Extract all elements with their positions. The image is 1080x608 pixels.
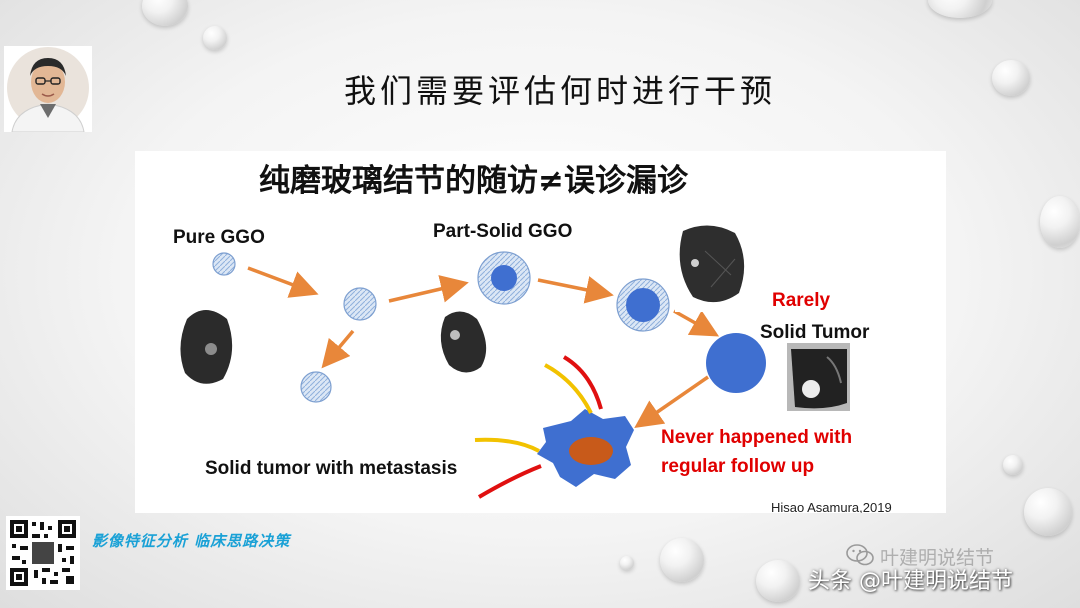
label-rarely: Rarely	[772, 290, 831, 311]
label-regular-follow-up: regular follow up	[661, 456, 814, 477]
ct-thumbnail-pure-ggo	[175, 299, 241, 387]
progression-arrows	[247, 266, 720, 428]
water-drop-decoration	[1003, 455, 1023, 475]
pure-ggo-nodule-branch	[300, 371, 332, 403]
page-title: 我们需要评估何时进行干预	[343, 72, 776, 110]
water-drop-decoration	[620, 556, 634, 570]
citation: Hisao Asamura,2019	[771, 500, 892, 513]
part-solid-core-large	[626, 288, 660, 322]
bottom-tagline: 影像特征分析 临床思路决策	[92, 532, 291, 550]
qr-code	[6, 516, 80, 590]
ct-thumbnail-solid-tumor	[787, 343, 850, 411]
label-pure-ggo: Pure GGO	[173, 227, 265, 248]
metastatic-tumor-core	[569, 437, 613, 465]
metastasis-spread-lines	[474, 355, 603, 499]
ct-thumbnail-part-solid-large	[675, 222, 753, 312]
watermark-author: 头条 @叶建明说结节	[808, 569, 1013, 594]
label-solid-tumor: Solid Tumor	[760, 322, 870, 343]
water-drop-decoration	[756, 560, 800, 602]
ggo-progression-figure: 纯磨玻璃结节的随访≠误诊漏诊 Pure GGO Part-Solid GGO R…	[135, 151, 946, 515]
label-part-solid-ggo: Part-Solid GGO	[433, 221, 572, 242]
part-solid-core	[491, 265, 517, 291]
avatar	[4, 46, 92, 133]
water-drop-decoration	[203, 26, 227, 50]
doctor-portrait-icon	[7, 47, 89, 133]
pure-ggo-nodule-small	[212, 252, 236, 276]
label-metastasis: Solid tumor with metastasis	[205, 458, 457, 479]
water-drop-decoration	[142, 0, 188, 26]
pure-ggo-nodule-medium	[343, 287, 377, 321]
solid-tumor-nodule	[706, 333, 766, 393]
figure-heading: 纯磨玻璃结节的随访≠误诊漏诊	[259, 163, 689, 199]
water-drop-decoration	[928, 0, 992, 18]
water-drop-decoration	[1040, 196, 1080, 248]
wechat-icon	[846, 544, 874, 566]
water-drop-decoration	[1024, 488, 1072, 536]
label-never-happened: Never happened with	[661, 427, 852, 448]
watermark-ghost: 叶建明说结节	[880, 547, 995, 569]
ct-thumbnail-part-solid	[437, 307, 493, 379]
water-drop-decoration	[660, 538, 704, 582]
water-drop-decoration	[992, 60, 1030, 96]
